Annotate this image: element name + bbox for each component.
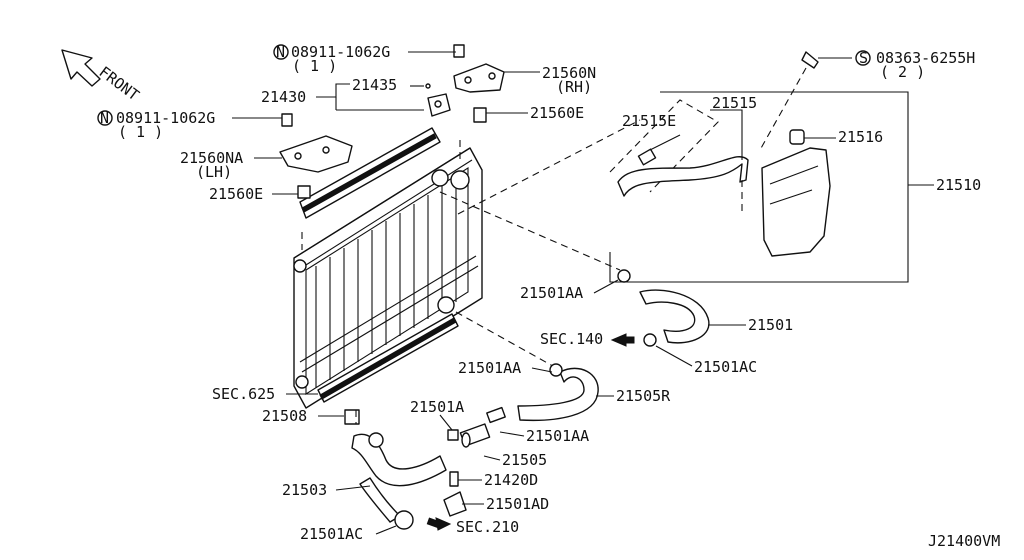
leader-lines xyxy=(232,51,934,535)
callout-26: 21501AD xyxy=(486,495,549,513)
reservoir-assembly-box xyxy=(609,91,909,283)
callout-17: 21501AA xyxy=(458,359,521,377)
callout-3: 21560N xyxy=(542,64,596,82)
reservoir-tank xyxy=(759,51,831,257)
callout-1: 08911-1062G xyxy=(116,109,215,127)
callout-19: SEC.625 xyxy=(212,385,275,403)
lower-hose xyxy=(351,432,452,531)
callout-13: 21501AA xyxy=(520,284,583,302)
radiator-core xyxy=(293,147,483,409)
water-pipe xyxy=(459,423,491,448)
upper-hose xyxy=(610,269,710,347)
callout-2-qty: ( 2 ) xyxy=(880,63,925,81)
callout-16: 21501AC xyxy=(694,358,757,376)
callout-6: 21430 xyxy=(261,88,306,106)
callout-0: 08911-1062G xyxy=(291,43,390,61)
clamps-bolts xyxy=(443,429,467,517)
callout-12: 21510 xyxy=(936,176,981,194)
callout-24: 21420D xyxy=(484,471,538,489)
callout-3-qty: (RH) xyxy=(556,78,592,96)
callout-prefix-0: N xyxy=(276,43,285,61)
callout-23: 21505 xyxy=(502,451,547,469)
callout-14: 21501 xyxy=(748,316,793,334)
front-direction-arrow: FRONT xyxy=(61,49,143,105)
bracket-rh xyxy=(453,44,505,93)
reservoir-hose xyxy=(617,148,749,197)
callout-prefix-circle-0 xyxy=(273,44,289,60)
callout-25: 21503 xyxy=(282,481,327,499)
routing-lines xyxy=(301,119,743,424)
front-label: FRONT xyxy=(96,63,143,105)
diagram-code: J21400VM xyxy=(928,532,1000,550)
callout-20: 21508 xyxy=(262,407,307,425)
callout-15: SEC.140 xyxy=(540,330,603,348)
callout-9: 21515 xyxy=(712,94,757,112)
callout-7: 21560E xyxy=(530,104,584,122)
callout-21: 21501A xyxy=(410,398,464,416)
callout-prefix-2: S xyxy=(859,49,868,67)
callout-4-qty: (LH) xyxy=(196,163,232,181)
callout-1-qty: ( 1 ) xyxy=(118,123,163,141)
callout-18: 21505R xyxy=(616,387,671,405)
callout-labels: N 08911-1062G ( 1 ) N 08911-1062G ( 1 ) … xyxy=(97,43,981,543)
callout-5: 21435 xyxy=(352,76,397,94)
callout-8: 21560E xyxy=(209,185,263,203)
callout-prefix-1: N xyxy=(100,109,109,127)
mount-insulators xyxy=(297,107,487,425)
callout-10: 21515E xyxy=(622,112,676,130)
upper-seal-strip xyxy=(299,127,441,219)
lower-seal-strip xyxy=(317,313,459,403)
callout-2: 08363-6255H xyxy=(876,49,975,67)
callout-27: 21501AC xyxy=(300,525,363,543)
callout-28: SEC.210 xyxy=(456,518,519,536)
callout-prefix-circle-1 xyxy=(97,110,113,126)
bracket-lh xyxy=(279,113,353,173)
callout-22: 21501AA xyxy=(526,427,589,445)
radiator-cap xyxy=(425,83,451,117)
callout-11: 21516 xyxy=(838,128,883,146)
callout-prefix-circle-2 xyxy=(855,50,871,66)
lower-hose-rh xyxy=(486,363,599,424)
callout-4: 21560NA xyxy=(180,149,243,167)
callout-0-qty: ( 1 ) xyxy=(292,57,337,75)
